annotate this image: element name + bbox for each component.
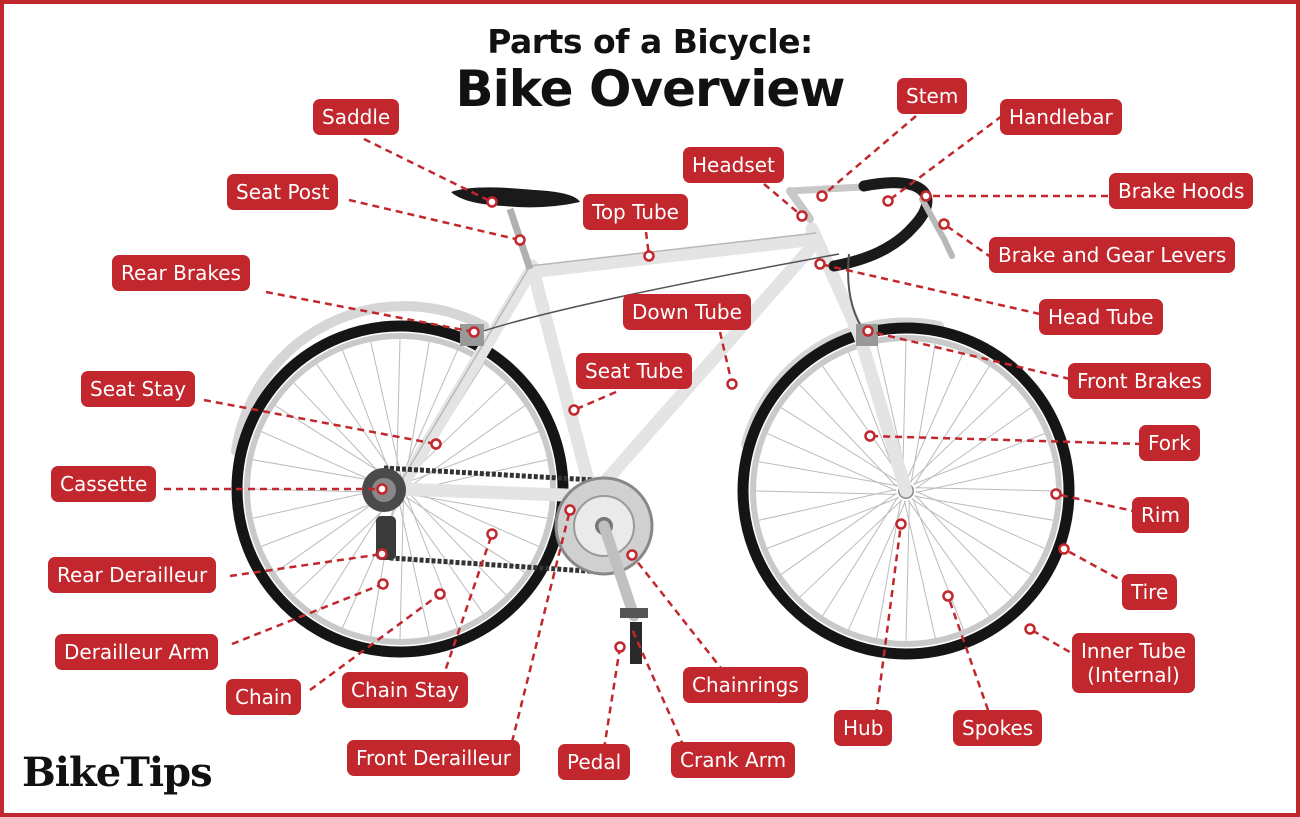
label-down-tube: Down Tube bbox=[623, 294, 751, 330]
label-handlebar: Handlebar bbox=[1000, 99, 1122, 135]
bicycle-diagram bbox=[164, 114, 1143, 750]
label-hub: Hub bbox=[834, 710, 893, 746]
label-crank-arm: Crank Arm bbox=[671, 742, 796, 778]
label-chainrings: Chainrings bbox=[683, 667, 808, 703]
label-brake-gear-levers: Brake and Gear Levers bbox=[989, 237, 1236, 273]
label-pedal: Pedal bbox=[558, 744, 631, 780]
label-front-brakes: Front Brakes bbox=[1068, 363, 1211, 399]
label-top-tube: Top Tube bbox=[583, 194, 688, 230]
label-inner-tube-line-2: (Internal) bbox=[1087, 663, 1180, 687]
label-chain: Chain bbox=[226, 679, 302, 715]
label-cassette: Cassette bbox=[51, 466, 157, 502]
label-front-derailleur: Front Derailleur bbox=[347, 740, 520, 776]
label-inner-tube-line-1: Inner Tube bbox=[1081, 639, 1186, 663]
label-head-tube: Head Tube bbox=[1039, 299, 1163, 335]
label-headset: Headset bbox=[683, 147, 784, 183]
label-stem: Stem bbox=[897, 78, 968, 114]
label-derailleur-arm: Derailleur Arm bbox=[55, 634, 219, 670]
biketips-logo: BikeTips bbox=[22, 749, 213, 796]
label-tire: Tire bbox=[1122, 574, 1178, 610]
label-seat-stay: Seat Stay bbox=[81, 371, 196, 407]
label-brake-hoods: Brake Hoods bbox=[1109, 173, 1254, 209]
label-saddle: Saddle bbox=[313, 99, 400, 135]
leader-lines bbox=[164, 114, 1143, 750]
label-rear-derailleur: Rear Derailleur bbox=[48, 557, 217, 593]
label-inner-tube: Inner Tube (Internal) bbox=[1072, 633, 1195, 693]
title-line-1: Parts of a Bicycle: bbox=[487, 22, 813, 61]
label-rim: Rim bbox=[1132, 497, 1189, 533]
label-seat-post: Seat Post bbox=[227, 174, 339, 210]
label-rear-brakes: Rear Brakes bbox=[112, 255, 250, 291]
leader-dots bbox=[376, 190, 1070, 653]
label-chain-stay: Chain Stay bbox=[342, 672, 469, 708]
label-fork: Fork bbox=[1139, 425, 1200, 461]
label-seat-tube: Seat Tube bbox=[576, 353, 693, 389]
title-line-2: Bike Overview bbox=[455, 60, 846, 118]
label-spokes: Spokes bbox=[953, 710, 1043, 746]
